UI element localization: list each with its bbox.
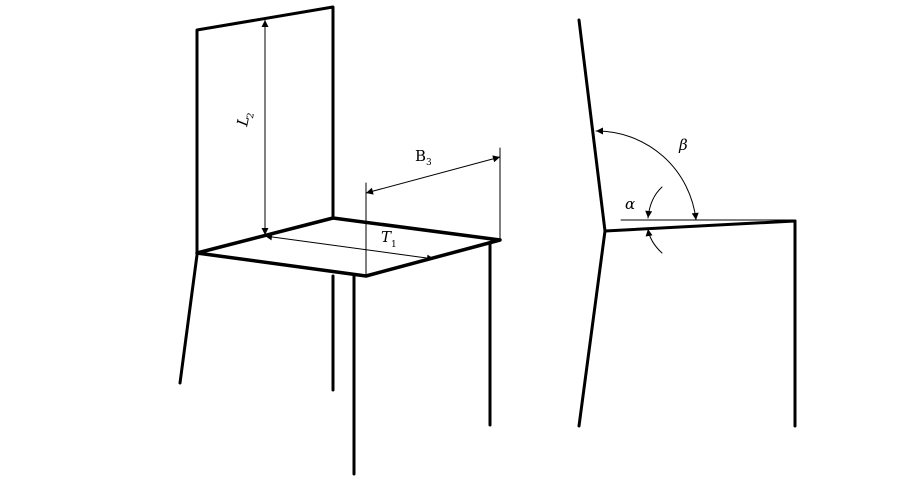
seat-depth-label: T 1: [381, 228, 397, 250]
seat-profile: [603, 219, 797, 233]
backrest-angle-label: β: [678, 136, 688, 154]
svg-text:3: 3: [426, 158, 432, 168]
seat-angle-label: α: [625, 195, 635, 213]
seat-width-label: B 3: [415, 147, 432, 168]
side-profile: [577, 18, 797, 428]
rear-leg-profile: [577, 229, 607, 428]
backrest-angle-arc: [595, 127, 699, 221]
backrest-height-label: L 2: [233, 112, 257, 129]
backrest-profile: [577, 18, 607, 233]
svg-text:1: 1: [391, 240, 397, 250]
seat-angle-arrow-bottom: [645, 228, 663, 254]
svg-text:L: L: [233, 114, 253, 129]
backrest-outline: [195, 5, 335, 255]
seat-depth-dimension: [264, 233, 435, 262]
svg-text:2: 2: [246, 112, 257, 120]
seat-angle-arrow-top: [645, 186, 663, 219]
svg-text:B: B: [415, 147, 426, 165]
front-left-leg: [178, 253, 199, 385]
svg-text:T: T: [381, 228, 392, 246]
seat-width-dimension: [365, 155, 501, 195]
isometric-chair: [178, 5, 502, 476]
